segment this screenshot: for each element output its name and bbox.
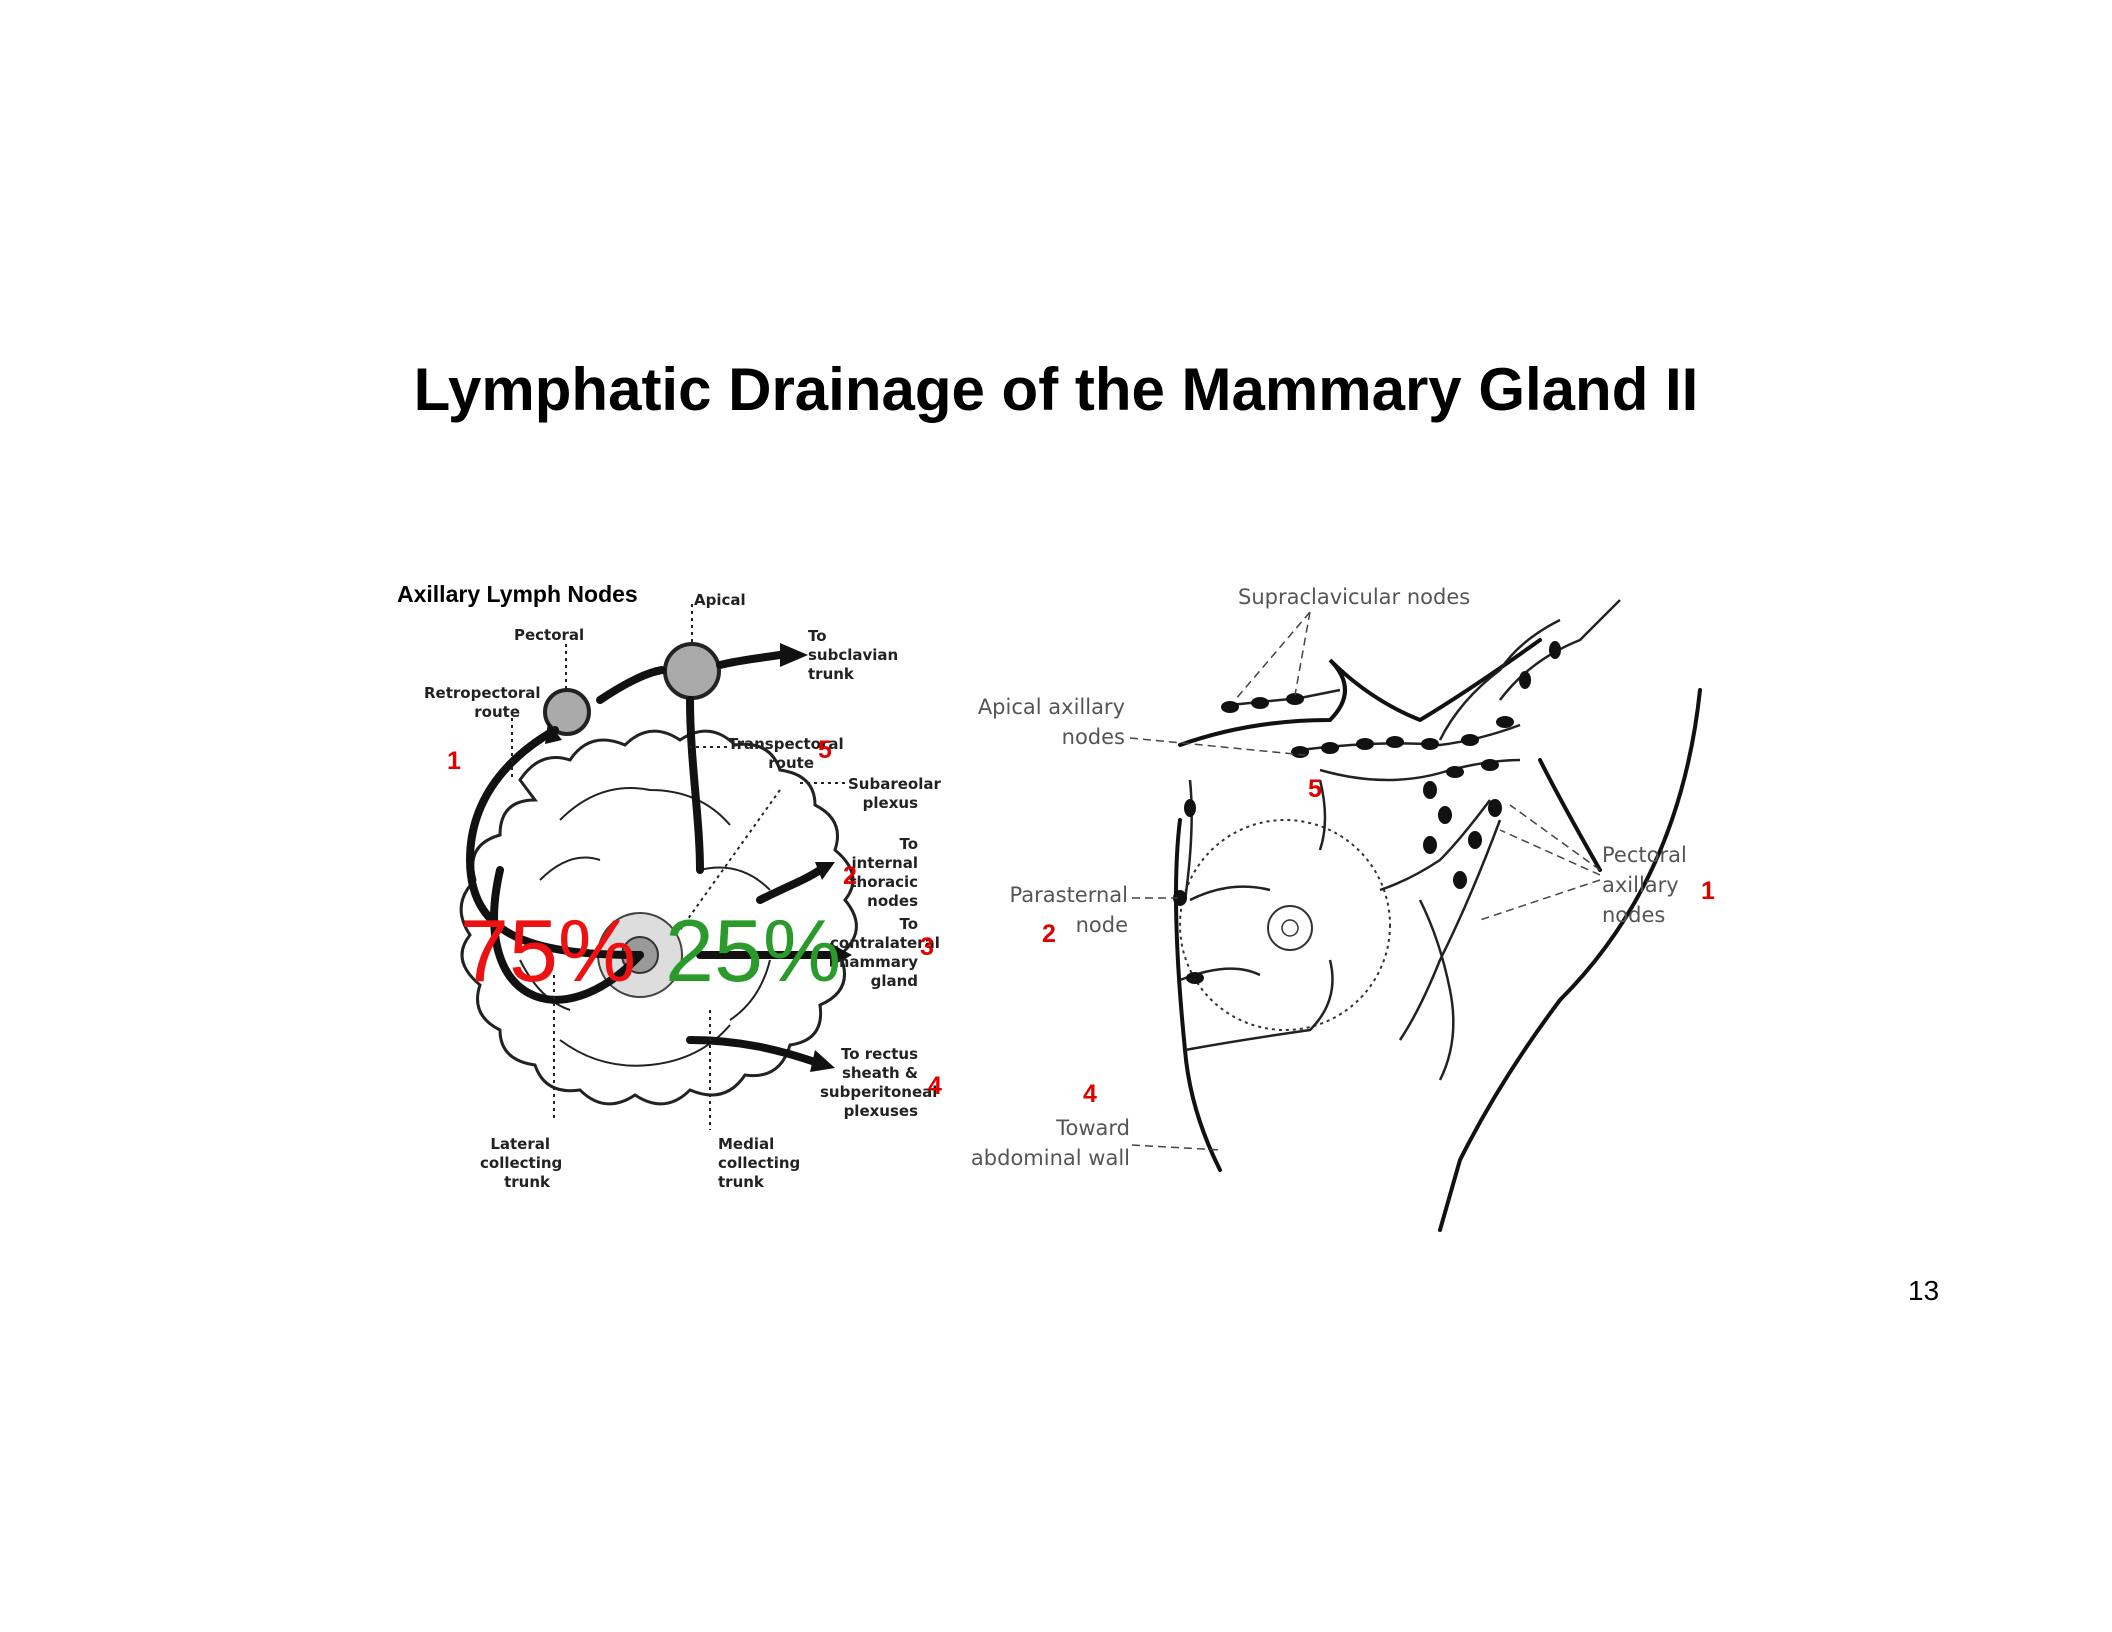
label-apical: Apical [694, 591, 746, 609]
right-marker-4: 4 [1083, 1080, 1097, 1108]
marker-3: 3 [920, 933, 934, 961]
arrowheads [545, 643, 852, 1072]
body-contour [1174, 638, 1702, 1232]
pectoral-node [543, 688, 591, 736]
breast-outline [1179, 819, 1391, 1031]
marker-1: 1 [447, 747, 461, 775]
right-marker-5: 5 [1308, 775, 1322, 803]
leader-lines [511, 604, 845, 1130]
marker-5: 5 [818, 736, 832, 764]
gland-outline [459, 729, 858, 1106]
slide-title: Lymphatic Drainage of the Mammary Gland … [413, 356, 1699, 423]
percent-lateral: 75% [460, 901, 637, 1000]
label-rectus: To rectus sheath & subperitoneal plexuse… [820, 1045, 938, 1120]
marker-2: 2 [843, 862, 857, 890]
label-medial-trunk: Medial collecting trunk [718, 1135, 801, 1191]
label-lateral-trunk: Lateral collecting trunk [480, 1135, 563, 1191]
label-abdominal-wall: Toward abdominal wall [970, 1116, 1130, 1170]
label-pectoral: Pectoral [514, 626, 585, 644]
page-number: 13 [1908, 1275, 1940, 1306]
label-parasternal: Parasternal node [1009, 883, 1128, 937]
drainage-pathways [465, 651, 834, 1066]
lymph-vessels [1179, 599, 1621, 1081]
axillary-heading: Axillary Lymph Nodes [397, 581, 638, 607]
percent-medial: 25% [665, 901, 842, 1000]
label-subareolar: Subareolar plexus [848, 775, 941, 812]
lymph-nodes [1173, 641, 1561, 984]
label-retropectoral: Retropectoral route [424, 684, 541, 721]
label-contralateral: To contralateral mammary gland [830, 915, 940, 990]
label-internal-thoracic: To internal thoracic nodes [849, 835, 918, 910]
right-marker-1: 1 [1701, 877, 1715, 905]
right-marker-2: 2 [1042, 920, 1056, 948]
label-pectoral-axillary: Pectoral axillary nodes [1602, 843, 1687, 927]
label-subclavian: To subclavian trunk [808, 627, 899, 683]
label-supraclavicular: Supraclavicular nodes [1238, 585, 1471, 609]
right-leader-lines [1129, 611, 1601, 1151]
marker-4: 4 [928, 1072, 942, 1100]
label-apical-axillary: Apical axillary nodes [977, 695, 1125, 749]
